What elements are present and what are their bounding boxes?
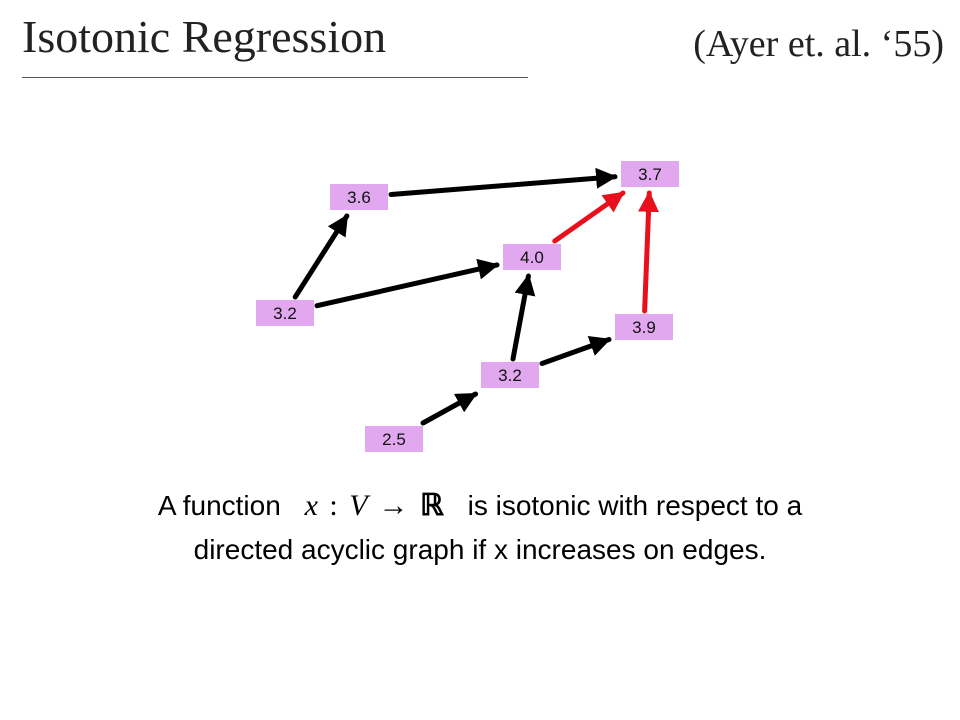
edge-n40-n37-violating: [552, 190, 626, 244]
node-box: [615, 314, 673, 340]
node-box: [621, 161, 679, 187]
node-label: 2.5: [382, 430, 406, 449]
slide-title: Isotonic Regression: [22, 11, 387, 62]
node-label: 4.0: [520, 248, 544, 267]
function-signature: x : V → ℝ: [305, 488, 444, 523]
math-reals: ℝ: [420, 489, 444, 522]
math-arrow: →: [378, 489, 409, 522]
node-box: [365, 426, 423, 452]
caption-prefix: A function: [157, 490, 281, 521]
edge-n32b-n39: [539, 336, 612, 367]
node-n39: 3.9: [615, 314, 673, 340]
node-n37: 3.7: [621, 161, 679, 187]
node-layer: 3.2 3.6 3.7 4.0 3.9 3.2 2.5: [256, 161, 679, 452]
edge-layer: [292, 167, 660, 426]
node-box: [503, 244, 561, 270]
node-label: 3.7: [638, 165, 662, 184]
node-n36: 3.6: [330, 184, 388, 210]
node-label: 3.9: [632, 318, 656, 337]
edge-n36-n37: [388, 167, 618, 197]
node-box: [330, 184, 388, 210]
edge-n25-n32b: [420, 391, 479, 426]
node-box: [256, 300, 314, 326]
math-V: V: [349, 489, 368, 522]
math-colon: :: [329, 489, 338, 522]
caption-suffix: is isotonic with respect to a: [467, 490, 803, 521]
math-x: x: [304, 489, 318, 522]
caption-line-1: A function x : V → ℝ is isotonic with re…: [40, 488, 920, 523]
edge-n32a-n40: [314, 258, 500, 309]
node-n25: 2.5: [365, 426, 423, 452]
citation: (Ayer et. al. ‘55): [693, 23, 944, 65]
edge-n39-n37-violating: [638, 190, 660, 314]
node-label: 3.2: [273, 304, 297, 323]
node-label: 3.6: [347, 188, 371, 207]
title-underline: [22, 77, 528, 78]
edge-n32b-n40: [510, 273, 536, 362]
caption-line-2: directed acyclic graph if x increases on…: [193, 534, 767, 565]
dag-diagram: 3.2 3.6 3.7 4.0 3.9 3.2 2.5: [256, 161, 679, 452]
node-box: [481, 362, 539, 388]
node-n32a: 3.2: [256, 300, 314, 326]
edge-n32a-n36: [292, 213, 350, 300]
node-label: 3.2: [498, 366, 522, 385]
node-n32b: 3.2: [481, 362, 539, 388]
node-n40: 4.0: [503, 244, 561, 270]
